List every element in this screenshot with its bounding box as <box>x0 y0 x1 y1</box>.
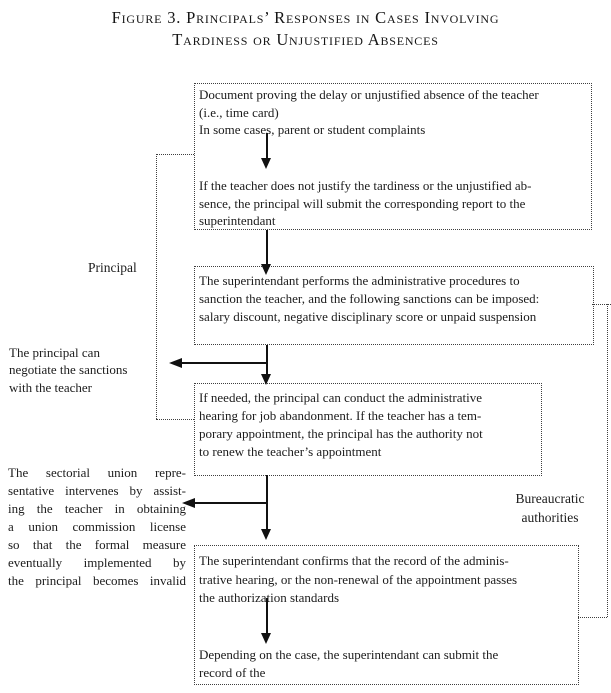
union-note-line: eventually implemented by <box>8 555 186 570</box>
arrow-evidence-to-report <box>266 133 268 160</box>
arrow-branch-to-union-note <box>194 502 268 504</box>
bureaucratic-bracket-top <box>592 304 611 305</box>
negotiate-note-line: with the teacher <box>9 379 93 395</box>
confirm-line: trative hearing, or the non-renewal of t… <box>199 571 518 587</box>
sanction-line: salary discount, negative disciplinary s… <box>199 309 537 324</box>
box-administrative-hearing <box>194 383 542 476</box>
union-note-line: a union commission license <box>8 519 186 534</box>
principal-bracket-top <box>156 154 194 155</box>
confirm-text: The superintendant confirms that the rec… <box>199 552 573 608</box>
union-note-line: so that the formal measure <box>8 537 186 552</box>
evidence-text: Document proving the delay or unjustifie… <box>199 86 585 139</box>
hearing-line: hearing for job abandonment. If the teac… <box>199 408 482 423</box>
arrow-down-icon <box>261 374 271 385</box>
arrow-left-icon <box>169 358 182 368</box>
submit-text: Depending on the case, the superintendan… <box>199 646 573 681</box>
hearing-text: If needed, the principal can conduct the… <box>199 389 535 461</box>
union-note-line: The sectorial union repre- <box>8 465 186 480</box>
bureaucratic-group-label: Bureaucratic authorities <box>498 490 602 527</box>
box-confirmation-and-submission <box>194 545 579 685</box>
arrow-down-icon <box>261 264 271 275</box>
figure-title-line2: Tardiness or Unjustified Absences <box>172 30 439 49</box>
negotiate-note-line: The principal can <box>9 345 100 360</box>
bureaucratic-bracket-vertical <box>607 304 608 617</box>
union-note-line: sentative intervenes by assist- <box>8 483 186 498</box>
arrow-down-icon <box>261 633 271 644</box>
submit-line: Depending on the case, the superintendan… <box>199 647 499 662</box>
report-line: sence, the principal will submit the cor… <box>199 195 526 211</box>
negotiate-note-line: negotiate the sanctions <box>9 362 128 378</box>
evidence-line: In some cases, parent or student complai… <box>199 122 426 137</box>
report-text: If the teacher does not justify the tard… <box>199 177 585 230</box>
box-evidence-and-report <box>194 83 592 230</box>
report-line: superintendant <box>199 213 276 228</box>
hearing-line: If needed, the principal can conduct the… <box>199 390 482 405</box>
sanction-line: sanction the teacher, and the following … <box>199 291 540 306</box>
arrow-confirm-to-submit <box>266 598 268 635</box>
hearing-line: porary appointment, the principal has th… <box>199 426 483 441</box>
union-note-line: ing the teacher in obtaining <box>8 501 186 516</box>
arrow-report-to-sanction <box>266 230 268 266</box>
evidence-line: (i.e., time card) <box>199 104 279 120</box>
arrow-sanction-to-hearing <box>266 345 268 376</box>
arrow-branch-to-negotiate-note <box>181 362 268 364</box>
submit-line: record of the <box>199 664 266 680</box>
evidence-line: Document proving the delay or unjustifie… <box>199 87 539 102</box>
report-line: If the teacher does not justify the tard… <box>199 178 532 193</box>
arrow-down-icon <box>261 529 271 540</box>
sanction-text: The superintendant performs the administ… <box>199 272 587 326</box>
principal-bracket-bottom <box>156 419 194 420</box>
hearing-line: to renew the teacher’s appointment <box>199 444 382 459</box>
sanction-line: The superintendant performs the administ… <box>199 273 520 288</box>
box-superintendent-sanctions <box>194 266 594 345</box>
union-note: The sectorial union repre- sentative int… <box>8 464 186 590</box>
bureaucratic-label-line: authorities <box>521 509 579 525</box>
principal-group-label: Principal <box>88 260 137 275</box>
confirm-line: The superintendant confirms that the rec… <box>199 553 509 568</box>
principal-bracket-vertical <box>156 154 157 419</box>
arrow-down-icon <box>261 158 271 169</box>
union-note-line: the principal becomes invalid <box>8 573 186 588</box>
bureaucratic-bracket-bottom <box>578 617 607 618</box>
confirm-line: the authorization standards <box>199 590 340 605</box>
figure-title-line1: Figure 3. Principals’ Responses in Cases… <box>111 8 500 27</box>
arrow-left-icon <box>182 498 195 508</box>
bureaucratic-label-line: Bureaucratic <box>515 491 585 506</box>
negotiate-note: The principal can negotiate the sanction… <box>9 344 167 396</box>
